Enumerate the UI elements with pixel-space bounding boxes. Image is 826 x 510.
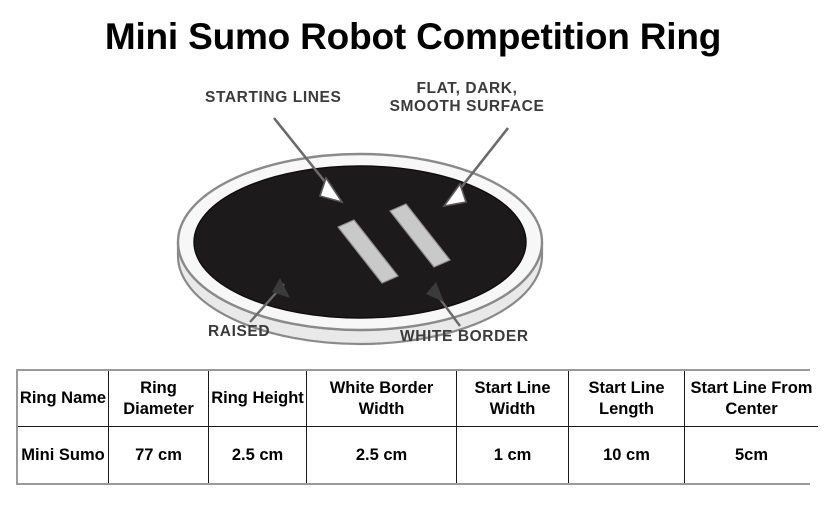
table-header-row: Ring Name Ring Diameter Ring Height Whit… xyxy=(18,371,818,427)
column-header-start-line-width: Start Line Width xyxy=(456,371,569,427)
cell-ring-height: 2.5 cm xyxy=(208,426,307,483)
column-header-start-line-length: Start Line Length xyxy=(568,371,685,427)
leader-starting-lines xyxy=(272,117,344,204)
leader-raised xyxy=(249,278,290,323)
column-header-ring-height: Ring Height xyxy=(208,371,307,427)
leader-white-border xyxy=(426,282,461,327)
label-raised: RAISED xyxy=(208,323,271,340)
spec-table-container: Ring Name Ring Diameter Ring Height Whit… xyxy=(16,369,818,485)
column-header-white-border-width: White Border Width xyxy=(306,371,457,427)
ring-diagram: STARTING LINES FLAT, DARK, SMOOTH SURFAC… xyxy=(150,70,620,365)
label-white-border: WHITE BORDER xyxy=(400,328,529,345)
starting-line-right xyxy=(389,203,451,268)
cell-start-line-length: 10 cm xyxy=(568,426,685,483)
cell-ring-name: Mini Sumo xyxy=(18,426,109,483)
spec-table-header: Ring Name Ring Diameter Ring Height Whit… xyxy=(18,371,818,427)
leader-flat-surface xyxy=(442,127,510,208)
starting-lines-group xyxy=(337,203,451,284)
column-header-ring-name: Ring Name xyxy=(18,371,109,427)
cell-start-line-width: 1 cm xyxy=(456,426,569,483)
table-row: Mini Sumo 77 cm 2.5 cm 2.5 cm 1 cm 10 cm… xyxy=(18,426,818,483)
page-title: Mini Sumo Robot Competition Ring xyxy=(104,16,722,57)
spec-table-body: Mini Sumo 77 cm 2.5 cm 2.5 cm 1 cm 10 cm… xyxy=(18,426,818,483)
cell-start-line-from-center: 5cm xyxy=(684,426,818,483)
cell-ring-diameter: 77 cm xyxy=(108,426,209,483)
column-header-start-line-from-center: Start Line From Center xyxy=(684,371,818,427)
starting-line-left xyxy=(337,219,399,284)
label-flat-dark-smooth-surface: FLAT, DARK, SMOOTH SURFACE xyxy=(389,80,545,115)
column-header-ring-diameter: Ring Diameter xyxy=(108,371,209,427)
ring-illustration-svg xyxy=(176,117,544,346)
label-starting-lines: STARTING LINES xyxy=(205,89,342,106)
cell-white-border-width: 2.5 cm xyxy=(306,426,457,483)
spec-table: Ring Name Ring Diameter Ring Height Whit… xyxy=(18,371,818,483)
